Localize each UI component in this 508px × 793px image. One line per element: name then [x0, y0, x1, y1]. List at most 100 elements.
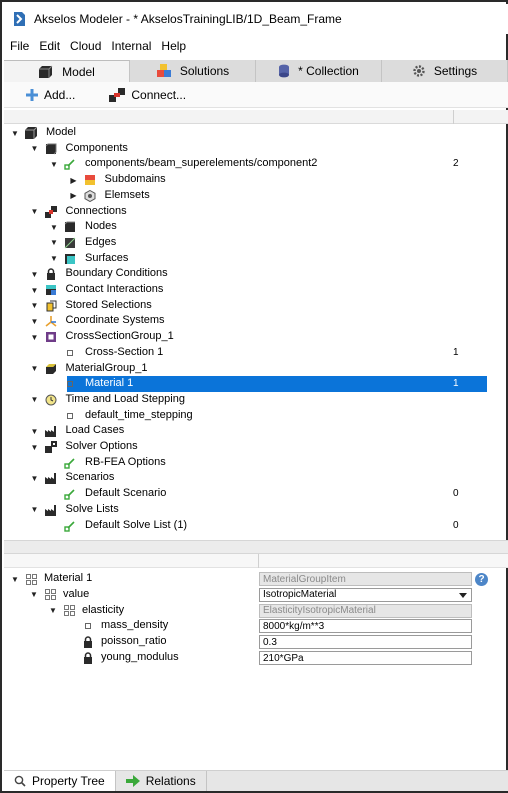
expand-down-icon[interactable]: ▼	[50, 254, 58, 264]
tab-label: Relations	[145, 774, 196, 788]
tree-item[interactable]: ▼components/beam_superelements/component…	[4, 156, 508, 172]
tree-item-count: 0	[453, 488, 459, 500]
expand-down-icon[interactable]: ▼	[49, 606, 57, 616]
expand-down-icon[interactable]: ▼	[30, 590, 38, 600]
connect-button[interactable]: Connect...	[109, 87, 187, 102]
tab-solutions[interactable]: Solutions	[130, 60, 256, 82]
expand-down-icon[interactable]: ▼	[30, 505, 39, 515]
component-edit-icon	[64, 488, 76, 500]
tree-item[interactable]: ▼Coordinate Systems	[4, 313, 508, 329]
property-value-field[interactable]: 0.3	[259, 635, 472, 650]
tree-item-count: 1	[453, 346, 459, 358]
tree-item[interactable]: ▼ Scenarios	[4, 470, 508, 486]
panel-splitter[interactable]	[4, 540, 508, 554]
tree-item[interactable]: ▼Load Cases	[4, 423, 508, 439]
expand-down-icon[interactable]: ▼	[30, 269, 39, 279]
menu-file[interactable]: File	[10, 39, 30, 53]
tree-item[interactable]: ▶ Subdomains	[4, 172, 508, 188]
menu-internal[interactable]: Internal	[111, 39, 152, 53]
tree-item[interactable]: ▼ Time and Load Stepping	[4, 392, 508, 408]
tree-item-label: default_time_stepping	[85, 408, 193, 421]
menu-edit[interactable]: Edit	[39, 39, 61, 53]
help-icon[interactable]: ?	[475, 573, 488, 586]
tree-item-label: Subdomains	[104, 173, 166, 186]
tree-item[interactable]: RB-FEA Options	[4, 455, 508, 471]
tab-settings[interactable]: Settings	[382, 60, 508, 82]
property-value-dropdown[interactable]: IsotropicMaterial	[259, 587, 472, 602]
property-value-field[interactable]: 8000*kg/m**3	[259, 619, 472, 634]
title-bar: Akselos Modeler - * AkselosTrainingLIB/1…	[4, 4, 508, 34]
expand-down-icon[interactable]: ▼	[30, 426, 39, 436]
expand-down-icon[interactable]: ▼	[50, 159, 58, 169]
tree-item[interactable]: ▼Model	[4, 125, 508, 141]
factory-icon	[44, 504, 57, 516]
tab-model[interactable]: Model	[4, 60, 130, 82]
add-button[interactable]: Add...	[26, 88, 75, 102]
property-value-text: 0.3	[263, 636, 277, 648]
tree-item-label: Nodes	[85, 220, 117, 233]
expand-down-icon[interactable]: ▼	[30, 442, 39, 452]
menu-help[interactable]: Help	[161, 39, 187, 53]
expand-down-icon[interactable]: ▼	[30, 395, 39, 405]
tree-item-label: Scenarios	[65, 471, 115, 484]
menu-bar: File Edit Cloud Internal Help	[4, 36, 508, 56]
expand-down-icon[interactable]: ▼	[30, 364, 39, 373]
expand-down-icon[interactable]: ▼	[50, 222, 58, 232]
tree-item[interactable]: ▼Stored Selections	[4, 298, 508, 314]
property-value-field[interactable]: 210*GPa	[259, 651, 472, 665]
tree-item[interactable]: ▼ Solver Options	[4, 439, 508, 455]
expand-down-icon[interactable]: ▼	[50, 238, 58, 248]
expand-down-icon[interactable]: ▼	[11, 128, 19, 138]
expand-down-icon[interactable]: ▼	[30, 207, 39, 216]
tree-item[interactable]: ▼ Nodes	[4, 219, 508, 235]
tree-item[interactable]: ▼Connections	[4, 204, 508, 220]
tree-item[interactable]: ▼Edges	[4, 235, 508, 251]
expand-down-icon[interactable]: ▼	[11, 574, 19, 584]
collapse-right-icon[interactable]: ▶	[70, 191, 77, 201]
tree-item[interactable]: ▼Boundary Conditions	[4, 266, 508, 282]
gear-icon	[413, 65, 425, 77]
surfaces-icon	[64, 253, 76, 265]
tree-item-label: Default Scenario	[85, 487, 167, 500]
tree-item[interactable]: Default Scenario 0	[4, 486, 508, 502]
tree-item-label: Surfaces	[85, 251, 129, 264]
expand-down-icon[interactable]: ▼	[30, 301, 39, 311]
tree-item[interactable]: ▼ MaterialGroup_1	[4, 361, 508, 377]
tree-item-label: Contact Interactions	[65, 283, 164, 295]
nodes-icon	[64, 221, 76, 233]
tab-relations[interactable]: Relations	[116, 771, 207, 791]
collapse-right-icon[interactable]: ▶	[70, 175, 77, 185]
tree-item[interactable]: default_time_stepping	[4, 408, 508, 424]
bottom-tab-bar: Property Tree Relations	[4, 770, 508, 791]
solutions-cubes-icon	[156, 64, 171, 77]
tab-collection[interactable]: * Collection	[256, 60, 382, 82]
tree-item-label: Material 1	[85, 377, 134, 390]
tree-item[interactable]: ▼CrossSectionGroup_1	[4, 329, 508, 345]
tree-item[interactable]: ▼ Surfaces	[4, 251, 508, 267]
expand-down-icon[interactable]: ▼	[30, 144, 39, 154]
expand-down-icon[interactable]: ▼	[30, 332, 39, 342]
tree-item[interactable]: ▼Components	[4, 141, 508, 157]
property-label: elasticity	[82, 603, 125, 616]
expand-down-icon[interactable]: ▼	[30, 285, 39, 295]
expand-down-icon[interactable]: ▼	[30, 473, 39, 483]
tab-property-tree[interactable]: Property Tree	[4, 771, 116, 791]
tree-item[interactable]: Default Solve List (1)0	[4, 518, 508, 534]
connect-button-label: Connect...	[131, 87, 187, 102]
expand-down-icon[interactable]: ▼	[30, 316, 39, 326]
tree-item-label: Time and Load Stepping	[65, 392, 185, 405]
menu-cloud[interactable]: Cloud	[70, 39, 102, 53]
tree-item[interactable]: ▼ Contact Interactions	[4, 282, 508, 298]
tree-item[interactable]: ▼Solve Lists	[4, 502, 508, 518]
tree-item-label: MaterialGroup_1	[65, 361, 148, 374]
chevron-down-icon	[459, 592, 467, 598]
grid-icon	[25, 573, 37, 585]
tree-item[interactable]: ▶Elemsets	[4, 188, 508, 204]
tree-item-label: Solver Options	[65, 440, 138, 452]
